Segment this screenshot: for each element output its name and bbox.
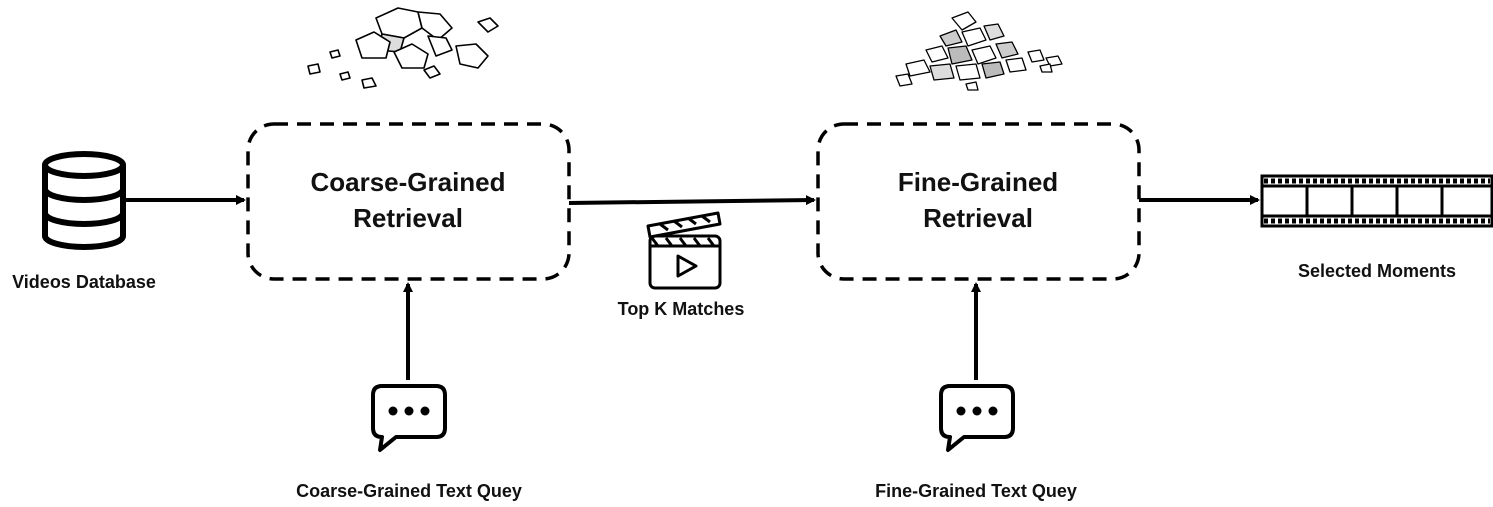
small-rocks-icon bbox=[895, 11, 1063, 91]
chat-bubble-icon bbox=[939, 384, 1015, 452]
large-rocks-icon bbox=[307, 7, 499, 89]
fine-retrieval-title-line1: Fine-Grained bbox=[898, 167, 1058, 197]
fine-query-label: Fine-Grained Text Quey bbox=[875, 481, 1077, 501]
coarse-retrieval-box: Coarse-Grained Retrieval bbox=[246, 122, 571, 281]
fine-retrieval-box: Fine-Grained Retrieval bbox=[816, 122, 1141, 281]
top-k-label: Top K Matches bbox=[618, 299, 745, 319]
coarse-retrieval-title-line2: Retrieval bbox=[353, 203, 463, 233]
database-label: Videos Database bbox=[12, 272, 156, 292]
coarse-query-label: Coarse-Grained Text Quey bbox=[296, 481, 522, 501]
film-strip-icon bbox=[1260, 174, 1493, 228]
coarse-retrieval-title-line1: Coarse-Grained bbox=[310, 167, 505, 197]
arrow-coarse-to-fine bbox=[568, 195, 816, 206]
fine-retrieval-title-line2: Retrieval bbox=[923, 203, 1033, 233]
output-label: Selected Moments bbox=[1298, 261, 1456, 281]
clapperboard-icon bbox=[646, 211, 722, 290]
database-icon bbox=[42, 151, 126, 250]
chat-bubble-icon bbox=[371, 384, 447, 452]
